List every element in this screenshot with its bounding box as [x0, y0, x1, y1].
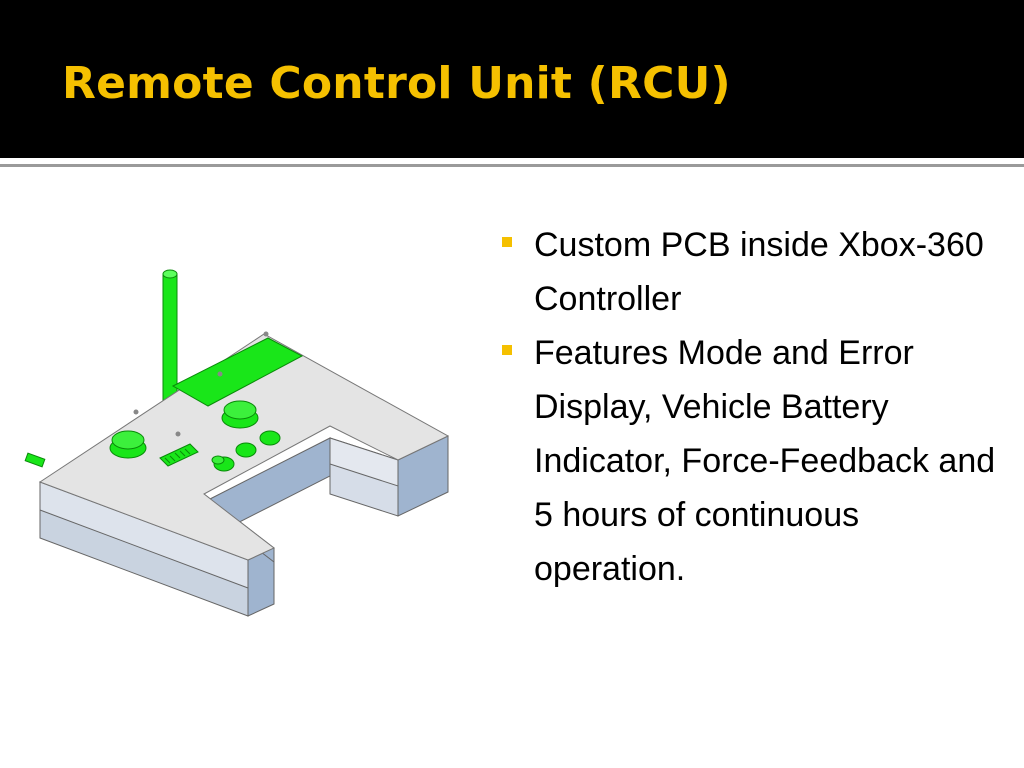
divider-gray — [0, 164, 1024, 167]
bullet-item: Custom PCB inside Xbox-360 Controller — [498, 218, 998, 326]
bullet-item: Features Mode and Error Display, Vehicle… — [498, 326, 998, 596]
slide-title: Remote Control Unit (RCU) — [62, 58, 731, 109]
rcu-body — [39, 435, 449, 617]
button-cluster-icon — [211, 430, 281, 472]
bullet-text: Custom PCB inside Xbox-360 Controller — [534, 226, 984, 318]
connector-stub-icon — [24, 452, 46, 468]
joystick-right-icon — [221, 400, 259, 429]
battery-indicator-icon — [159, 443, 199, 467]
antenna-icon — [162, 269, 178, 403]
bullet-square-icon — [502, 237, 512, 247]
title-bar: Remote Control Unit (RCU) — [0, 0, 1024, 158]
screw-dots-icon — [133, 331, 269, 437]
bullet-list: Custom PCB inside Xbox-360 Controller Fe… — [498, 218, 998, 596]
bullet-square-icon — [502, 345, 512, 355]
rcu-cad-model-icon — [18, 262, 484, 624]
display-panel-icon — [171, 337, 304, 407]
joystick-left-icon — [109, 430, 147, 459]
divider-white — [0, 158, 1024, 164]
bullet-text: Features Mode and Error Display, Vehicle… — [534, 334, 996, 588]
